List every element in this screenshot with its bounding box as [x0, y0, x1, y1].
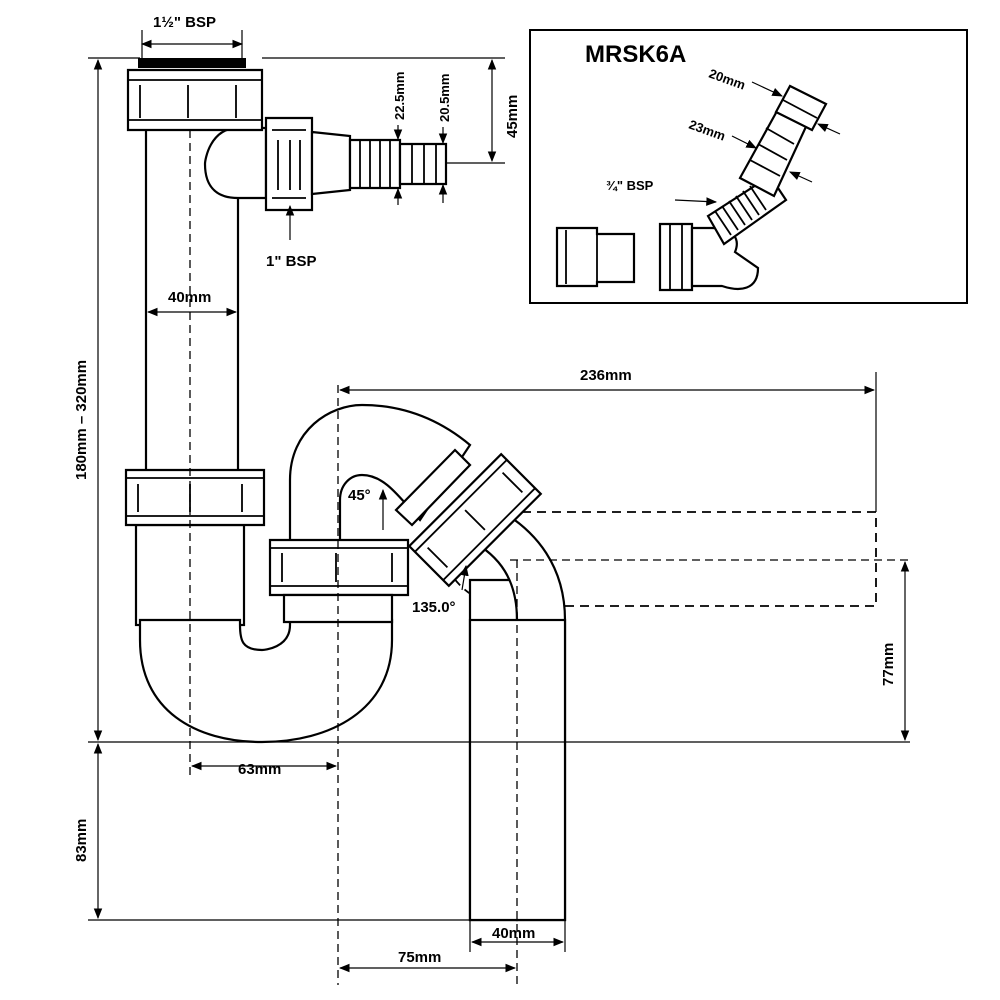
label-adjust-range: 180mm – 320mm — [73, 360, 90, 480]
label-spigot-22-5: 22.5mm — [392, 72, 407, 120]
label-angle-135: 135.0° — [412, 599, 456, 616]
label-offset-63: 63mm — [238, 761, 281, 778]
inset-hose-connector-icon — [658, 84, 828, 292]
inset-title: MRSK6A — [585, 41, 686, 68]
hose-connector-nut-icon — [264, 116, 314, 212]
label-outlet-width: 40mm — [492, 925, 535, 942]
trap-nut-icon — [268, 538, 410, 624]
label-inlet-thread: 1½" BSP — [153, 14, 216, 31]
swivel-collar — [394, 448, 472, 527]
hose-spigot-icon — [310, 130, 448, 196]
inset-plug-icon — [555, 226, 636, 288]
inset-thread-34: ¾" BSP — [606, 178, 654, 193]
swivel-nut-icon — [407, 452, 543, 588]
label-offset-75: 75mm — [398, 949, 441, 966]
label-hose-thread: 1" BSP — [266, 253, 316, 270]
label-outlet-height: 77mm — [880, 643, 897, 686]
label-spigot-20-5: 20.5mm — [437, 74, 452, 122]
label-bottom-83: 83mm — [73, 819, 90, 862]
label-tube-width: 40mm — [168, 289, 211, 306]
tube-compression-nut-icon — [124, 468, 266, 527]
side-inlet-elbow — [203, 126, 268, 200]
inset-panel: MRSK6A — [529, 29, 968, 304]
label-horizontal-reach: 236mm — [580, 367, 632, 384]
label-nozzle-height: 45mm — [504, 95, 521, 138]
trap-u-bend — [138, 403, 472, 744]
dimension-lines — [88, 30, 910, 985]
inlet-nut-icon — [126, 58, 264, 132]
label-angle-45: 45° — [348, 487, 371, 504]
